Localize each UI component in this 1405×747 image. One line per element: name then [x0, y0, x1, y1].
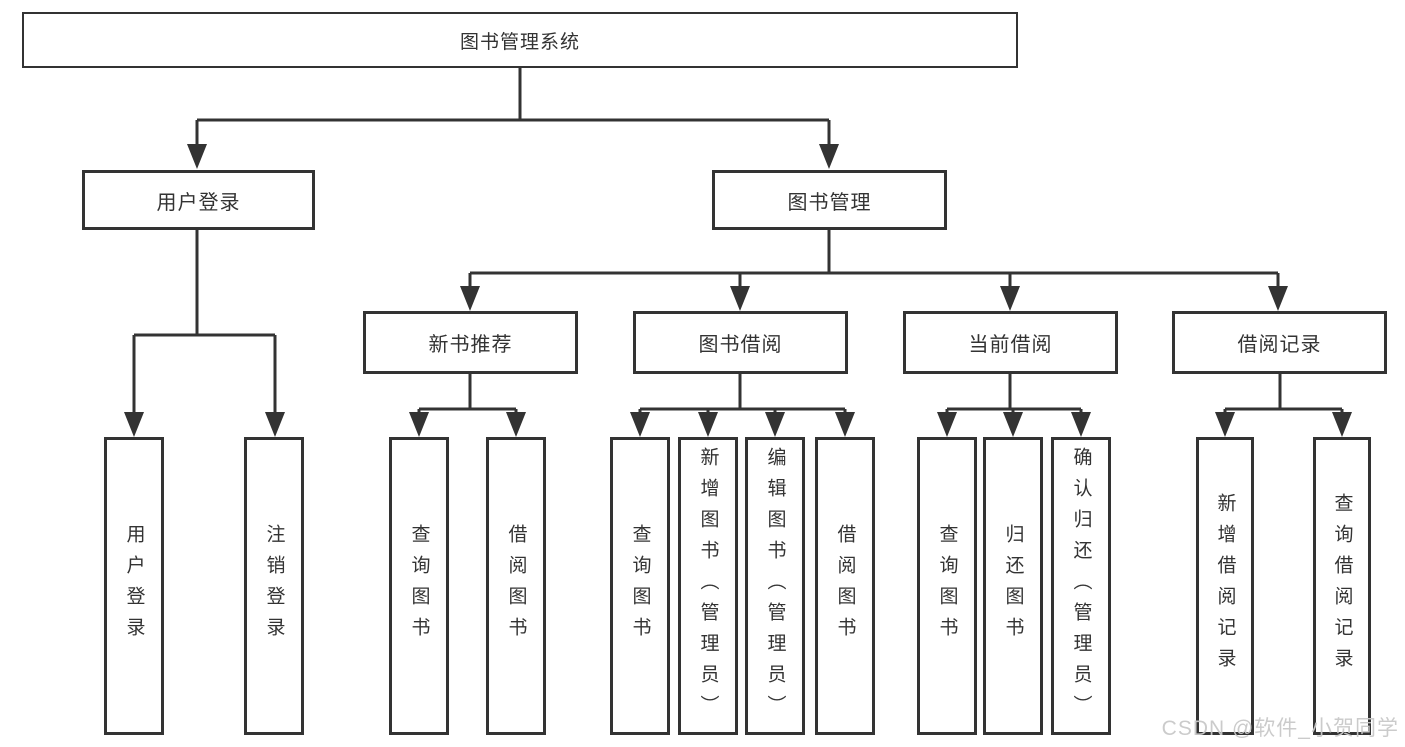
arrowhead — [1268, 286, 1288, 311]
arrowhead — [835, 412, 855, 437]
node-leaf-user-login: 用户登录 — [104, 437, 164, 735]
arrowhead — [630, 412, 650, 437]
node-leaf-records-query: 查询借阅记录 — [1313, 437, 1371, 735]
arrowhead — [506, 412, 526, 437]
node-leaf-borrow-query-books: 查询图书 — [610, 437, 670, 735]
node-borrow-records: 借阅记录 — [1172, 311, 1387, 374]
arrowhead — [819, 144, 839, 169]
arrowhead — [124, 412, 144, 437]
node-new-book-recommend: 新书推荐 — [363, 311, 578, 374]
arrowhead — [1071, 412, 1091, 437]
node-book-management: 图书管理 — [712, 170, 947, 230]
arrowhead — [730, 286, 750, 311]
arrowhead — [460, 286, 480, 311]
connector-records-to-leaves — [1223, 374, 1344, 415]
connector-current-to-leaves — [945, 374, 1083, 415]
connector-newbook-to-leaves — [417, 374, 518, 415]
node-leaf-current-confirm-return-admin: 确认归还（管理员） — [1051, 437, 1111, 735]
arrowhead — [1332, 412, 1352, 437]
node-user-login: 用户登录 — [82, 170, 315, 230]
arrowhead — [698, 412, 718, 437]
node-leaf-records-add: 新增借阅记录 — [1196, 437, 1254, 735]
node-leaf-borrow-edit-books-admin: 编辑图书（管理员） — [745, 437, 805, 735]
arrowhead — [409, 412, 429, 437]
node-current-borrowing: 当前借阅 — [903, 311, 1118, 374]
arrowhead — [937, 412, 957, 437]
arrowhead — [765, 412, 785, 437]
node-book-borrowing: 图书借阅 — [633, 311, 848, 374]
connector-root-to-level2 — [195, 68, 831, 147]
connector-borrow-to-leaves — [638, 374, 847, 415]
node-leaf-logout: 注销登录 — [244, 437, 304, 735]
arrowhead — [187, 144, 207, 169]
node-leaf-newbook-query-books: 查询图书 — [389, 437, 449, 735]
arrowhead — [1003, 412, 1023, 437]
arrowhead — [1215, 412, 1235, 437]
arrowhead — [265, 412, 285, 437]
node-leaf-current-query-books: 查询图书 — [917, 437, 977, 735]
node-leaf-current-return-books: 归还图书 — [983, 437, 1043, 735]
node-leaf-borrow-add-books-admin: 新增图书（管理员） — [678, 437, 738, 735]
node-library-management-system: 图书管理系统 — [22, 12, 1018, 68]
node-leaf-borrow-borrow-books: 借阅图书 — [815, 437, 875, 735]
connector-management-to-level3 — [468, 230, 1280, 290]
connector-login-to-leaves — [132, 230, 277, 415]
csdn-watermark: CSDN @软件_小贺同学 — [1161, 717, 1399, 740]
arrowhead — [1000, 286, 1020, 311]
node-leaf-newbook-borrow-books: 借阅图书 — [486, 437, 546, 735]
